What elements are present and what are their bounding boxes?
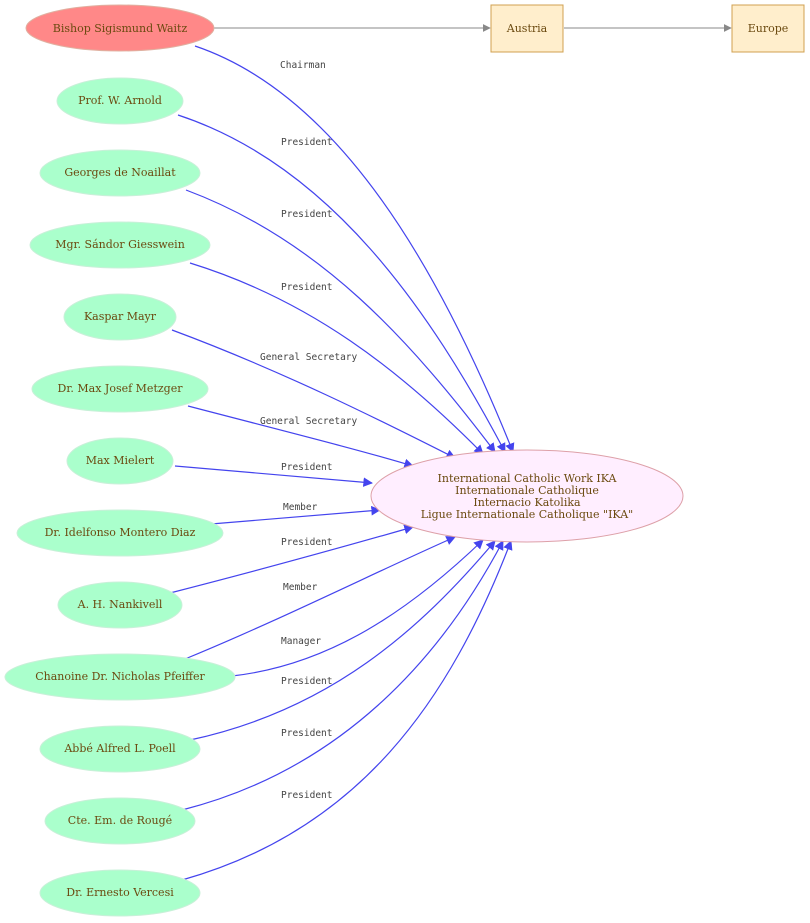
edge-poell-ika (189, 540, 496, 741)
edge-label-mayr: General Secretary (260, 352, 358, 363)
svg-text:Europe: Europe (748, 22, 789, 35)
ika-label-line4: Ligue Internationale Catholique "IKA" (421, 508, 633, 521)
ika-label-line3: Internacio Katolika (473, 496, 581, 509)
edge-mielert-ika (174, 465, 373, 487)
node-arnold[interactable]: Prof. W. Arnold (56, 77, 184, 125)
ika-label-line2: Internationale Catholique (455, 484, 599, 497)
edge-waitz-ika (194, 45, 515, 453)
edge-label-arnold: President (281, 137, 332, 148)
edge-label-poell: President (281, 676, 332, 687)
edge-label-giesswein: President (281, 282, 332, 293)
svg-text:Kaspar Mayr: Kaspar Mayr (84, 310, 157, 323)
svg-text:Georges de Noaillat: Georges de Noaillat (64, 166, 176, 179)
edge-label-pfeiffer-member: Member (283, 582, 318, 593)
node-mielert[interactable]: Max Mielert (66, 437, 174, 485)
node-noaillat[interactable]: Georges de Noaillat (39, 149, 201, 197)
edge-rouge-ika (181, 540, 504, 811)
node-rouge[interactable]: Cte. Em. de Rougé (44, 797, 196, 845)
node-mayr[interactable]: Kaspar Mayr (63, 293, 177, 341)
edge-mayr-ika (171, 329, 456, 459)
svg-text:Prof. W. Arnold: Prof. W. Arnold (78, 94, 162, 107)
edge-label-vercesi: President (281, 790, 332, 801)
svg-text:Chanoine Dr. Nicholas Pfeiffer: Chanoine Dr. Nicholas Pfeiffer (35, 670, 205, 683)
edge-label-nankivell: President (281, 537, 332, 548)
svg-text:Max Mielert: Max Mielert (86, 454, 155, 467)
edge-vercesi-ika (181, 540, 513, 881)
svg-text:Dr. Idelfonso Montero Diaz: Dr. Idelfonso Montero Diaz (45, 526, 196, 539)
node-nankivell[interactable]: A. H. Nankivell (57, 581, 183, 629)
svg-text:Dr. Ernesto Vercesi: Dr. Ernesto Vercesi (66, 886, 174, 899)
node-vercesi[interactable]: Dr. Ernesto Vercesi (39, 869, 201, 917)
edge-giesswein-ika (189, 262, 484, 455)
node-pfeiffer[interactable]: Chanoine Dr. Nicholas Pfeiffer (4, 653, 236, 701)
edge-label-rouge: President (281, 728, 332, 739)
svg-text:Bishop Sigismund Waitz: Bishop Sigismund Waitz (53, 22, 188, 35)
edge-label-metzger: General Secretary (260, 416, 358, 427)
svg-text:A. H. Nankivell: A. H. Nankivell (77, 598, 163, 611)
edge-pfeiffer-member-ika (184, 536, 456, 660)
edge-montero-ika (210, 505, 381, 525)
edge-arnold-ika (177, 114, 506, 453)
edge-label-mielert: President (281, 462, 332, 473)
node-waitz[interactable]: Bishop Sigismund Waitz (25, 4, 215, 52)
node-ika[interactable]: International Catholic Work IKA Internat… (370, 449, 684, 543)
node-montero[interactable]: Dr. Idelfonso Montero Diaz (16, 509, 224, 557)
node-poell[interactable]: Abbé Alfred L. Poell (39, 725, 201, 773)
svg-text:Austria: Austria (506, 22, 548, 35)
edge-label-pfeiffer-manager: Manager (281, 636, 321, 647)
edge-noaillat-ika (185, 189, 496, 453)
edge-label-noaillat: President (281, 209, 332, 220)
edge-label-chairman: Chairman (280, 60, 326, 71)
node-metzger[interactable]: Dr. Max Josef Metzger (31, 365, 209, 413)
edge-nankivell-ika (169, 524, 414, 594)
svg-text:Dr. Max Josef Metzger: Dr. Max Josef Metzger (58, 382, 184, 395)
svg-text:Cte. Em. de Rougé: Cte. Em. de Rougé (68, 814, 172, 827)
node-austria[interactable]: Austria (490, 4, 564, 53)
svg-text:Mgr. Sándor Giesswein: Mgr. Sándor Giesswein (55, 238, 185, 251)
edge-metzger-ika (187, 405, 414, 469)
node-giesswein[interactable]: Mgr. Sándor Giesswein (29, 221, 211, 269)
edge-pfeiffer-manager-ika (231, 539, 484, 677)
edge-label-montero: Member (283, 502, 318, 513)
svg-text:Abbé Alfred L. Poell: Abbé Alfred L. Poell (63, 742, 176, 755)
ika-label-line1: International Catholic Work IKA (438, 472, 618, 485)
node-europe[interactable]: Europe (731, 4, 805, 53)
